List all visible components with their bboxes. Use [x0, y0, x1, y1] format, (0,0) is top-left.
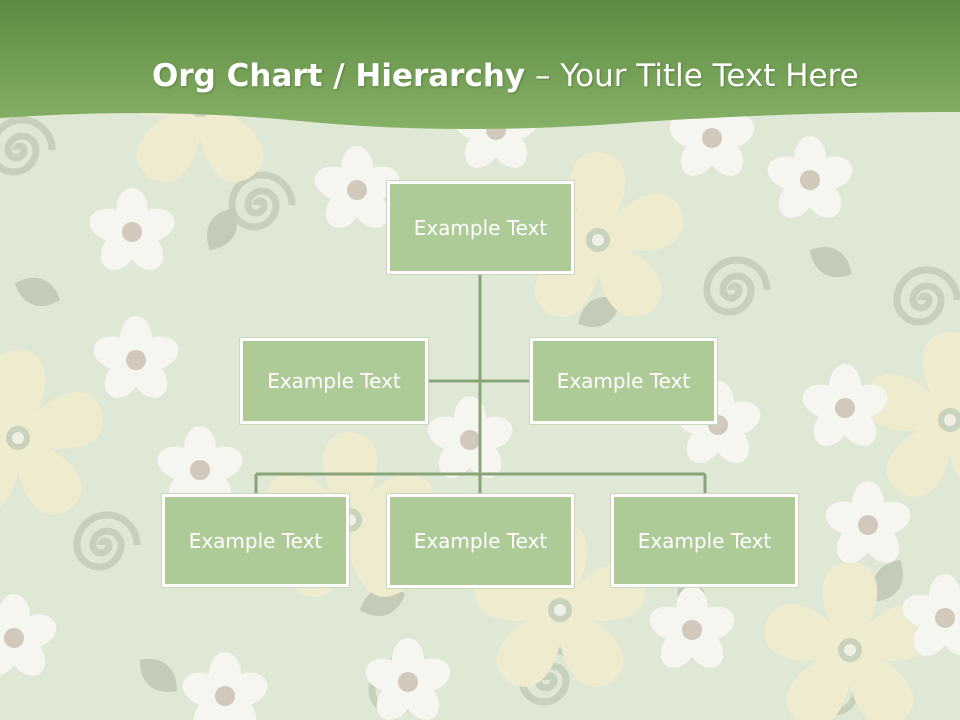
- org-node-label: Example Text: [556, 369, 691, 393]
- org-node-label: Example Text: [413, 215, 548, 240]
- slide-title: Org Chart / Hierarchy – Your Title Text …: [152, 54, 859, 98]
- org-node-assistant-left[interactable]: Example Text: [240, 338, 428, 424]
- org-node-label: Example Text: [188, 528, 323, 553]
- title-separator: –: [534, 58, 551, 94]
- org-node-label: Example Text: [267, 369, 401, 393]
- org-node-child-2[interactable]: Example Text: [387, 494, 574, 588]
- org-node-child-1[interactable]: Example Text: [162, 494, 349, 587]
- org-node-root[interactable]: Example Text: [387, 181, 574, 274]
- title-subtitle: Your Title Text Here: [560, 58, 859, 94]
- org-node-child-3[interactable]: Example Text: [611, 494, 798, 587]
- org-node-assistant-right[interactable]: Example Text: [530, 338, 717, 424]
- org-node-label: Example Text: [637, 528, 772, 553]
- org-node-label: Example Text: [413, 529, 548, 553]
- title-bold: Org Chart / Hierarchy: [152, 58, 526, 94]
- title-banner: [0, 0, 960, 130]
